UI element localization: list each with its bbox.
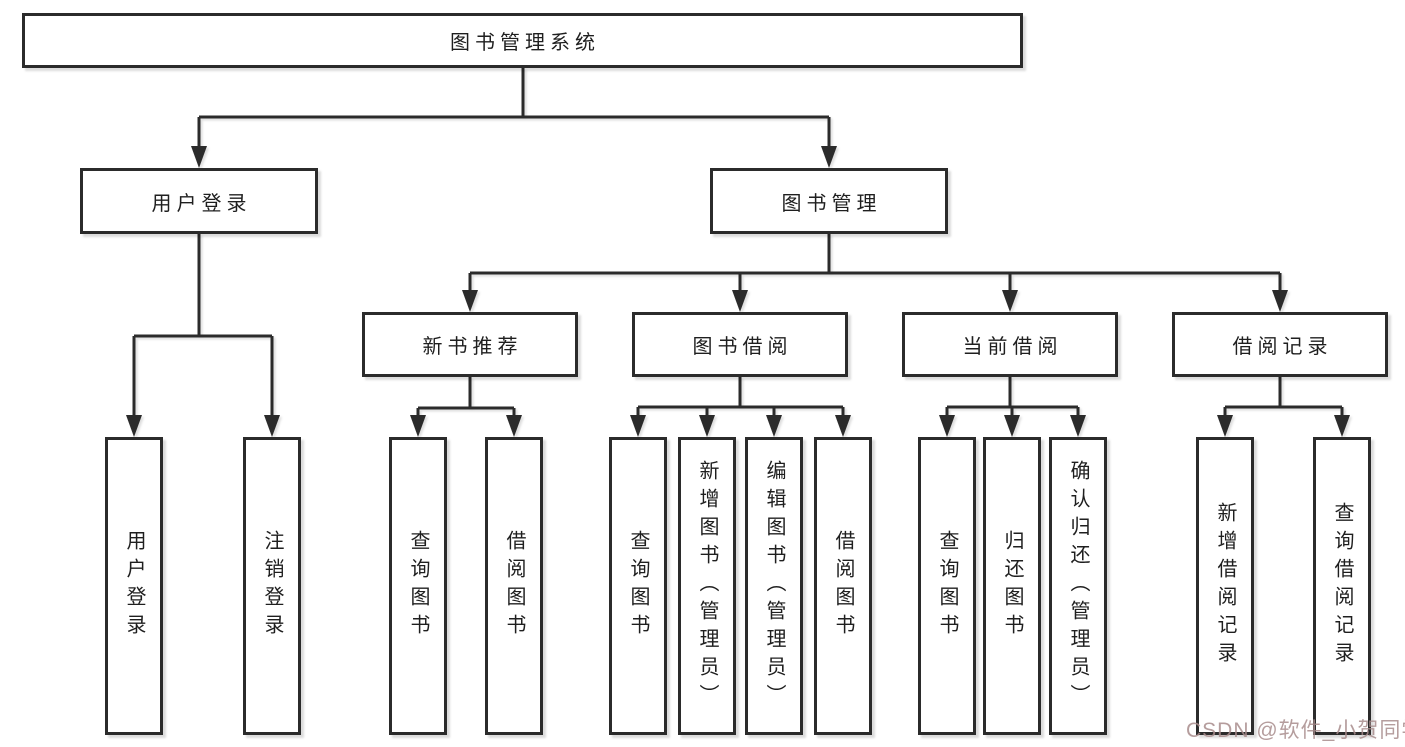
leaf-borrow-book: 借阅图书 [814, 437, 872, 735]
csdn-watermark: CSDN @软件_小贺同学 [1186, 719, 1405, 742]
root-node-library-system: 图书管理系统 [22, 13, 1023, 68]
leaf-return-book-label: 归还图书 [1001, 530, 1023, 642]
node-book-management-label: 图书管理 [781, 192, 882, 215]
root-node-label: 图书管理系统 [450, 32, 600, 54]
leaf-query-book-recommend: 查询图书 [389, 437, 447, 735]
leaf-logout: 注销登录 [243, 437, 301, 735]
leaf-query-book-current-label: 查询图书 [936, 530, 958, 642]
leaf-query-borrow-record-label: 查询借阅记录 [1331, 502, 1353, 670]
leaf-logout-label: 注销登录 [261, 530, 283, 642]
leaf-borrow-book-label: 借阅图书 [832, 530, 854, 642]
node-user-login-label: 用户登录 [151, 192, 252, 215]
node-current-borrow: 当前借阅 [902, 312, 1118, 377]
leaf-edit-book-admin-label: 编辑图书（管理员） [763, 460, 785, 712]
leaf-user-login: 用户登录 [105, 437, 163, 735]
node-book-borrow: 图书借阅 [632, 312, 848, 377]
node-book-management: 图书管理 [710, 168, 948, 234]
leaf-confirm-return-admin-label: 确认归还（管理员） [1067, 460, 1089, 712]
leaf-query-book-borrow-label: 查询图书 [627, 530, 649, 642]
node-borrow-records: 借阅记录 [1172, 312, 1388, 377]
node-new-book-recommend: 新书推荐 [362, 312, 578, 377]
leaf-add-borrow-record: 新增借阅记录 [1196, 437, 1254, 735]
node-current-borrow-label: 当前借阅 [962, 336, 1063, 358]
leaf-add-borrow-record-label: 新增借阅记录 [1214, 502, 1236, 670]
leaf-confirm-return-admin: 确认归还（管理员） [1049, 437, 1107, 735]
leaf-borrow-book-recommend: 借阅图书 [485, 437, 543, 735]
leaf-query-book-recommend-label: 查询图书 [407, 530, 429, 642]
leaf-query-borrow-record: 查询借阅记录 [1313, 437, 1371, 735]
leaf-return-book: 归还图书 [983, 437, 1041, 735]
node-new-book-recommend-label: 新书推荐 [422, 336, 523, 358]
leaf-query-book-current: 查询图书 [918, 437, 976, 735]
leaf-add-book-admin: 新增图书（管理员） [678, 437, 736, 735]
node-user-login: 用户登录 [80, 168, 318, 234]
leaf-add-book-admin-label: 新增图书（管理员） [696, 460, 718, 712]
leaf-query-book-borrow: 查询图书 [609, 437, 667, 735]
leaf-borrow-book-recommend-label: 借阅图书 [503, 530, 525, 642]
leaf-user-login-label: 用户登录 [123, 530, 145, 642]
node-borrow-records-label: 借阅记录 [1232, 336, 1333, 358]
leaf-edit-book-admin: 编辑图书（管理员） [745, 437, 803, 735]
node-book-borrow-label: 图书借阅 [692, 336, 793, 358]
